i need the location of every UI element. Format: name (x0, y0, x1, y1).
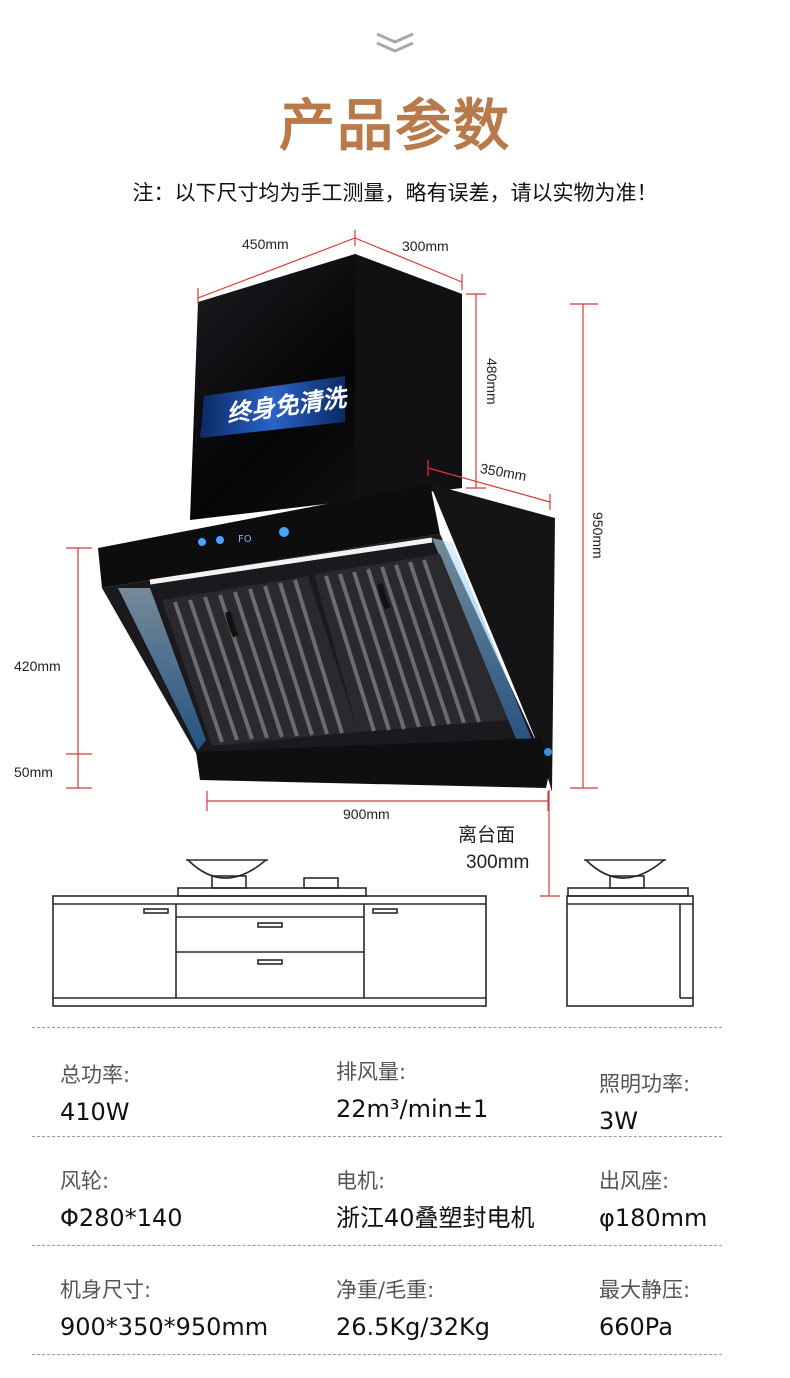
spec-weight: 净重/毛重: 26.5Kg/32Kg (336, 1276, 490, 1344)
dim-counter-distance: 300mm (466, 852, 530, 873)
spec-label: 净重/毛重: (336, 1278, 435, 1302)
spec-outlet: 出风座: φ180mm (599, 1167, 707, 1235)
spec-motor: 电机: 浙江40叠塑封电机 (336, 1167, 535, 1235)
dim-total-height: 950mm (590, 512, 606, 559)
spec-table: 总功率: 410W 排风量: 22m³/min±1 照明功率: 3W 风轮: Φ… (32, 1027, 722, 1355)
spec-value: 410W (60, 1098, 130, 1126)
spec-value: Φ280*140 (60, 1204, 183, 1232)
spec-row: 总功率: 410W 排风量: 22m³/min±1 照明功率: 3W (32, 1027, 722, 1137)
spec-max-static-pressure: 最大静压: 660Pa (599, 1276, 690, 1344)
spec-label: 照明功率: (599, 1072, 691, 1096)
spec-body-size: 机身尺寸: 900*350*950mm (60, 1276, 268, 1344)
spec-row: 风轮: Φ280*140 电机: 浙江40叠塑封电机 出风座: φ180mm (32, 1137, 722, 1246)
dim-top-width: 450mm (242, 236, 289, 252)
page-title: 产品参数 (279, 94, 511, 159)
dim-lip-height: 50mm (14, 764, 53, 780)
spec-label: 排风量: (336, 1060, 407, 1084)
spec-label: 机身尺寸: (60, 1278, 152, 1302)
spec-airflow: 排风量: 22m³/min±1 (336, 1058, 488, 1126)
spec-value: 22m³/min±1 (336, 1095, 489, 1123)
spec-value: 浙江40叠塑封电机 (336, 1204, 535, 1232)
measurement-note: 注：以下尺寸均为手工测量，略有误差，请以实物为准！ (132, 181, 658, 205)
spec-label: 最大静压: (599, 1278, 691, 1302)
range-hood-illustration (52, 230, 694, 1007)
spec-total-power: 总功率: 410W (60, 1061, 130, 1129)
spec-label: 风轮: (60, 1169, 110, 1193)
spec-row: 机身尺寸: 900*350*950mm 净重/毛重: 26.5Kg/32Kg 最… (32, 1246, 722, 1355)
scroll-down-chevron-icon (376, 32, 414, 53)
spec-value: 900*350*950mm (60, 1313, 269, 1341)
spec-value: 3W (599, 1107, 638, 1135)
display-readout: FO (238, 534, 252, 545)
spec-fan-wheel: 风轮: Φ280*140 (60, 1167, 183, 1235)
dim-top-depth: 300mm (402, 238, 449, 254)
dim-counter-label: 离台面 (458, 825, 516, 846)
product-diagram: 450mm 300mm 480mm 350mm 950mm 420mm 50mm… (0, 220, 790, 1030)
spec-value: 660Pa (599, 1313, 673, 1341)
spec-label: 出风座: (599, 1169, 670, 1193)
spec-value: φ180mm (599, 1204, 708, 1232)
spec-value: 26.5Kg/32Kg (336, 1313, 491, 1341)
spec-label: 电机: (336, 1169, 386, 1193)
spec-lighting-power: 照明功率: 3W (599, 1070, 690, 1138)
spec-label: 总功率: (60, 1063, 131, 1087)
dim-width: 900mm (343, 806, 390, 822)
dim-front-height: 420mm (14, 658, 61, 674)
dim-chimney-height: 480mm (484, 358, 500, 405)
